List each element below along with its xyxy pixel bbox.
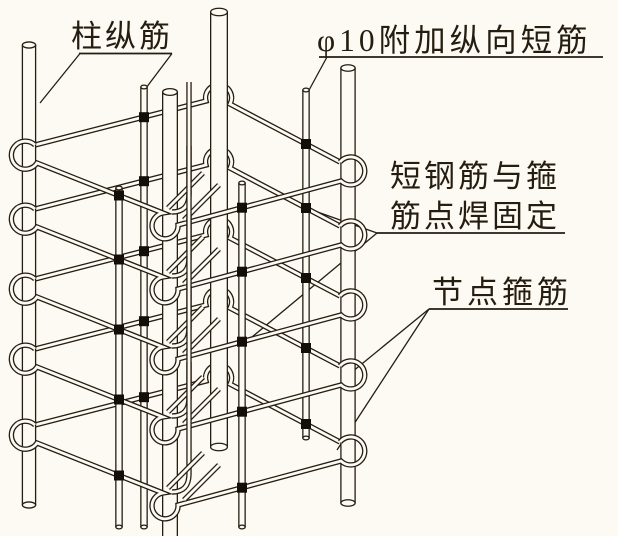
leader-joint-stirrups-1 <box>351 308 430 373</box>
spot-weld <box>237 202 247 213</box>
stirrup-front-edge-core <box>10 139 367 241</box>
label-joint-stirrups: 节点箍筋 <box>432 275 572 310</box>
leader-column-longitudinal-bars-2 <box>145 53 173 89</box>
spot-weld <box>301 419 311 429</box>
leader-additional-short-bars <box>307 56 328 93</box>
short-bar-back-left-bottom-cap <box>140 524 148 530</box>
column-bar-right-bottom-cap <box>340 499 356 507</box>
rebar-cage-drawing <box>8 7 368 536</box>
stirrup-front-edge-core <box>10 273 367 375</box>
leader-column-longitudinal-bars-1 <box>39 53 81 104</box>
stirrup-hook-tail-core <box>167 452 204 489</box>
annotation-additional-short-bars: φ10附加纵向短筋 <box>307 23 603 93</box>
spot-weld <box>237 406 247 417</box>
column-bar-back-bottom-cap <box>209 442 229 452</box>
stirrup-hook-tail-core <box>167 376 204 413</box>
stirrup-front-edge-core <box>10 203 367 305</box>
spot-weld <box>139 176 149 187</box>
spot-weld <box>237 482 247 493</box>
annotations: 柱纵筋 φ10附加纵向短筋 短钢筋与箍 筋点焊固定 节点箍筋 <box>39 19 603 451</box>
spot-weld <box>301 139 311 149</box>
short-bar-back-right-bottom-cap <box>302 435 310 441</box>
column-bar-back-top-cap <box>209 7 229 17</box>
spot-weld <box>139 112 149 123</box>
spot-weld <box>301 343 311 353</box>
spot-weld <box>301 203 311 213</box>
short-bar-front-left-top-cap <box>115 185 123 191</box>
column-bar-right-top-cap <box>340 64 356 72</box>
annotation-column-longitudinal-bars: 柱纵筋 <box>39 19 173 104</box>
stirrup-front-edge-core <box>10 343 367 445</box>
label-column-longitudinal-bars: 柱纵筋 <box>71 19 173 54</box>
column-bar-front-top-cap <box>161 87 179 97</box>
column-bar-left-bottom-cap <box>21 501 37 509</box>
label-spot-weld-line2: 筋点焊固定 <box>390 199 560 234</box>
spot-weld <box>114 470 124 481</box>
stirrup-hook-tail-core <box>183 464 220 501</box>
short-bar-front-left-bottom-cap <box>115 524 123 530</box>
stirrup-hook-tail-core <box>167 172 204 209</box>
spot-weld <box>237 266 247 277</box>
short-bar-back-right-top-cap <box>302 87 310 93</box>
spot-weld <box>139 392 149 403</box>
short-bar-front-right-bottom-cap <box>238 524 246 530</box>
spot-weld <box>237 336 247 347</box>
stirrup-hook-tail-core <box>167 236 204 273</box>
stirrup-front-edge-core <box>10 419 367 521</box>
spot-weld <box>114 190 124 201</box>
short-bar-back-left-top-cap <box>140 84 148 90</box>
spot-weld <box>139 246 149 257</box>
spot-weld <box>139 316 149 327</box>
stirrup-hook-vertical-tail-core <box>171 362 191 494</box>
short-bar-front-right-top-cap <box>238 180 246 186</box>
stirrup-hook-tail-core <box>167 306 204 343</box>
annotation-spot-weld-note: 短钢筋与箍 筋点焊固定 <box>245 159 565 343</box>
spot-weld <box>114 324 124 335</box>
spot-weld <box>301 273 311 283</box>
spot-weld <box>114 254 124 265</box>
column-bar-left-top-cap <box>21 41 37 49</box>
spot-weld <box>114 394 124 405</box>
label-additional-short-bars: φ10附加纵向短筋 <box>317 23 592 58</box>
label-spot-weld-line1: 短钢筋与箍 <box>390 159 560 194</box>
